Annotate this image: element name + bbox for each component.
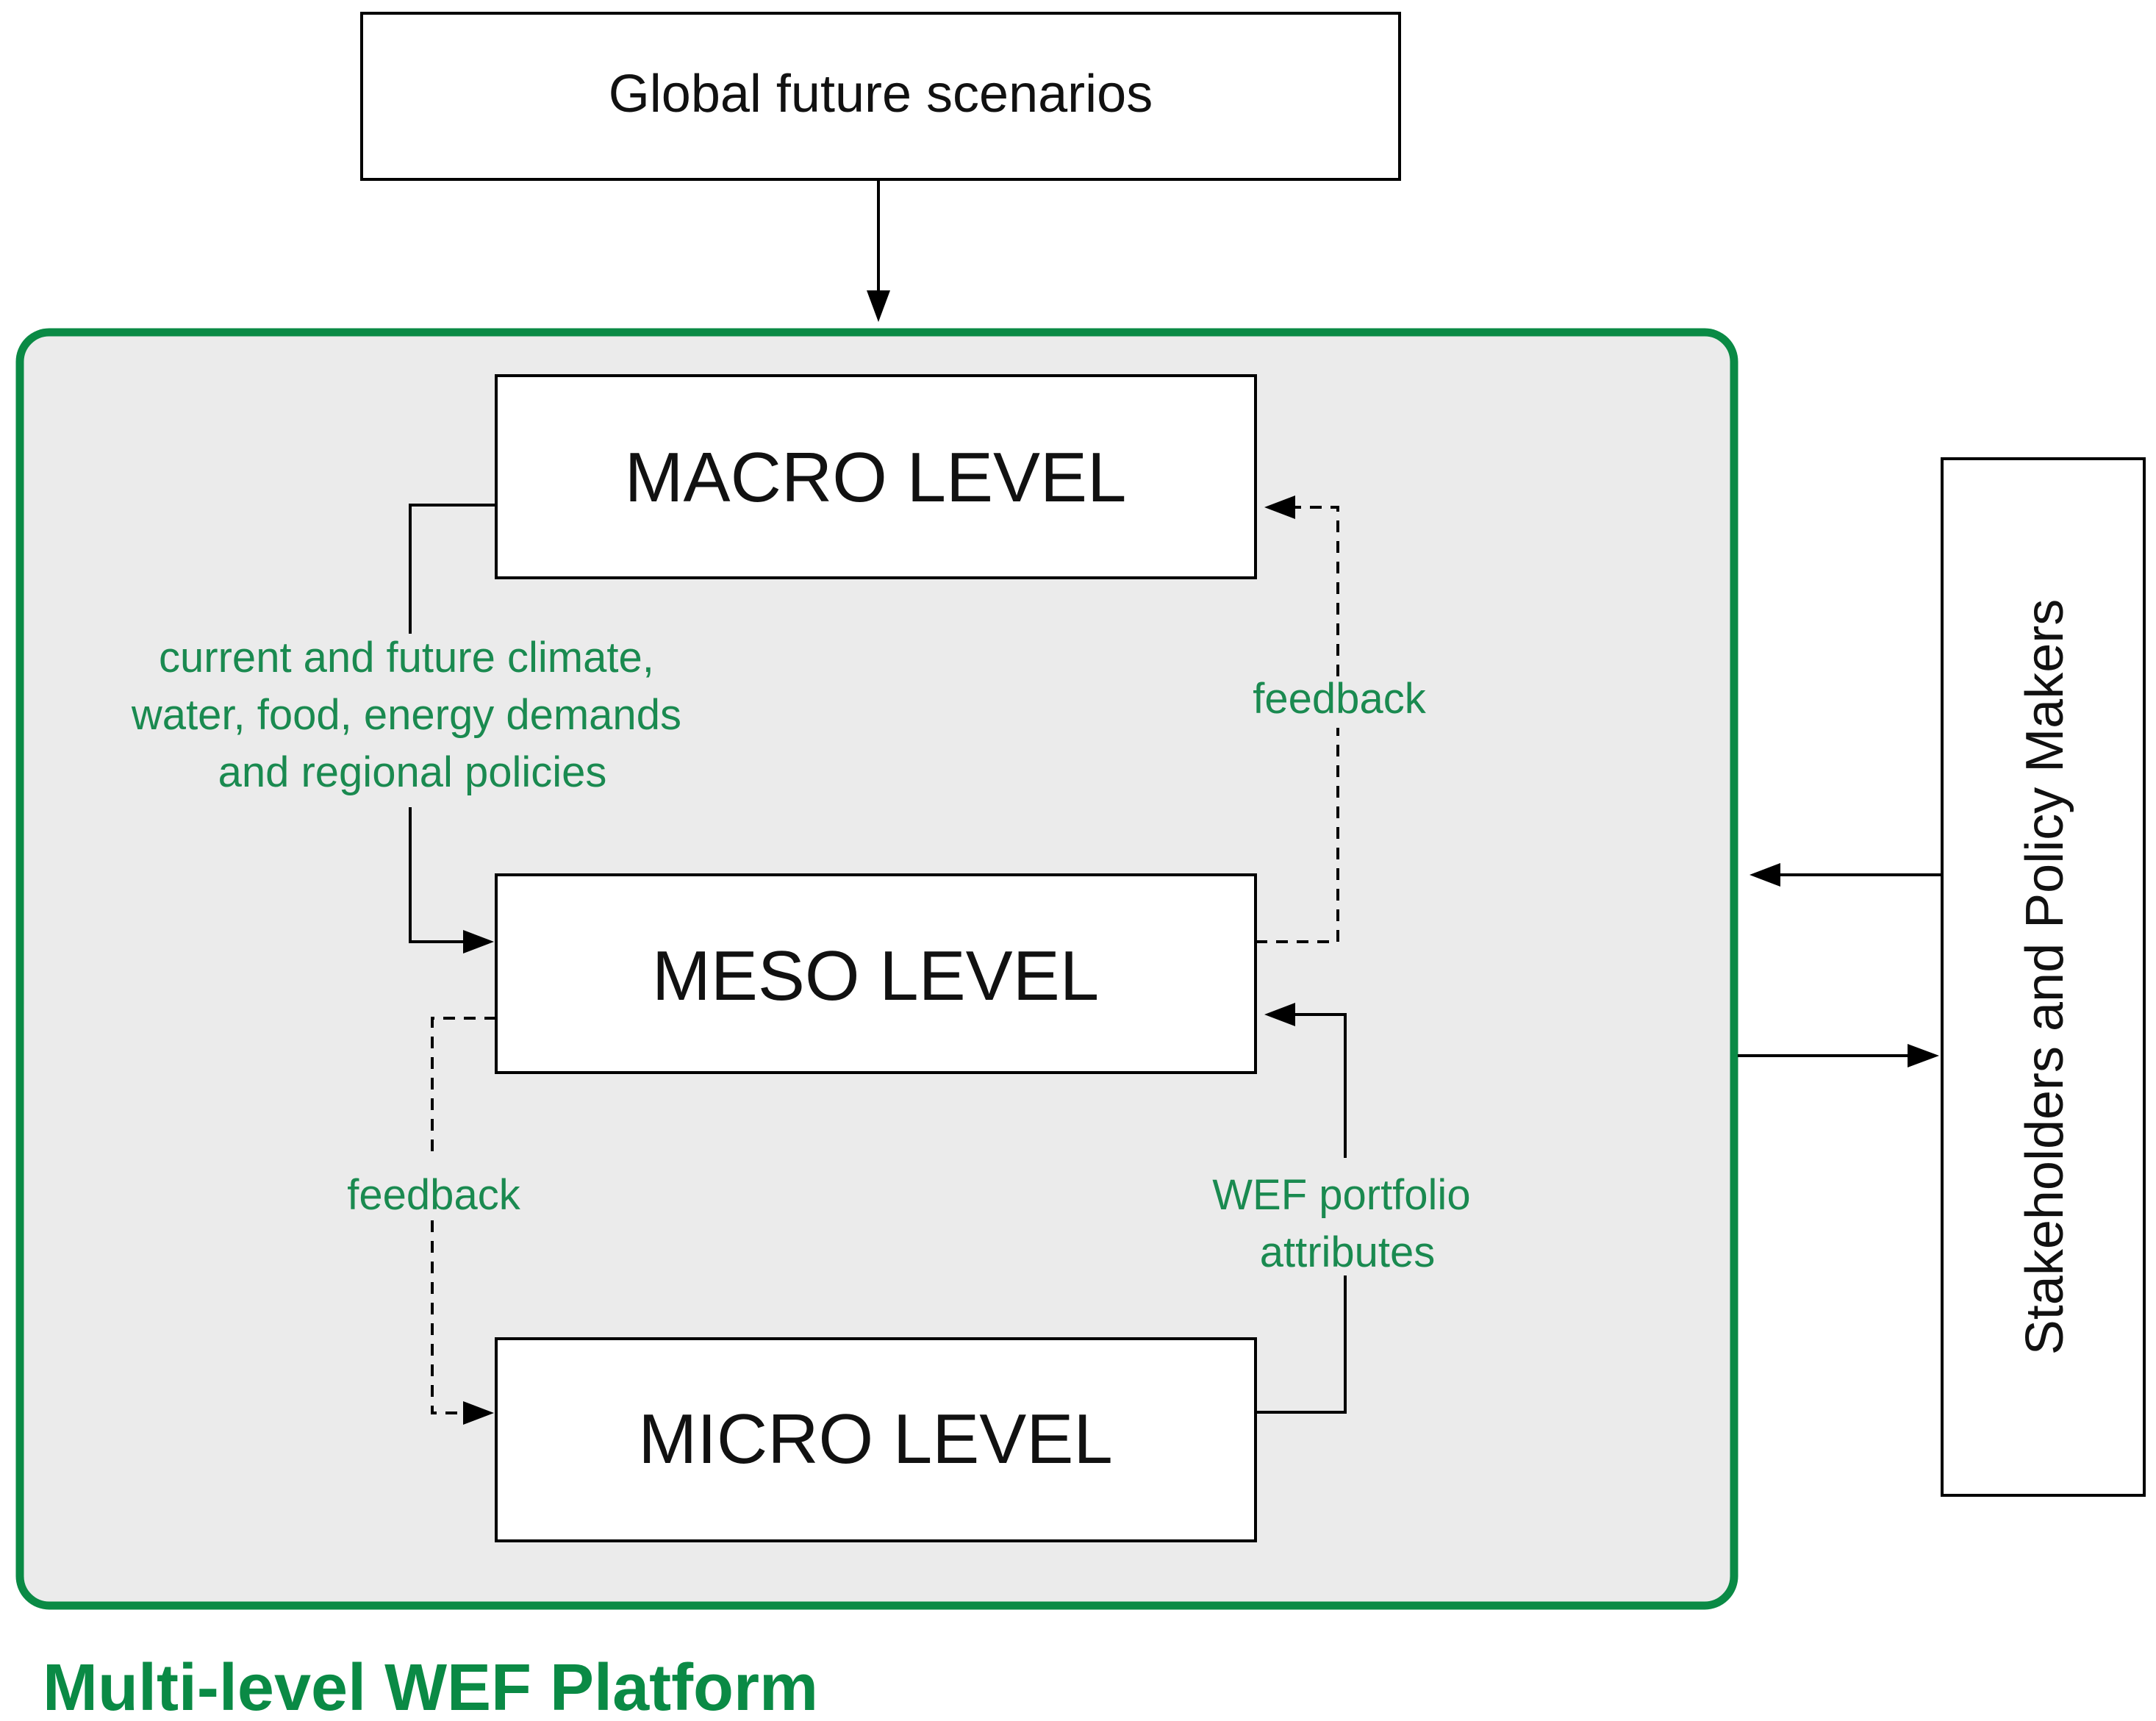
macro-to-meso-label-line-3: and regional policies <box>218 748 607 796</box>
meso-to-macro-feedback-lower <box>1256 728 1339 943</box>
macro-to-meso-arrowhead <box>463 930 494 953</box>
meso-to-micro-feedback-label: feedback <box>347 1171 520 1219</box>
micro-to-meso-arrowhead <box>1264 1003 1295 1026</box>
macro-level-label: MACRO LEVEL <box>625 438 1127 517</box>
macro-to-meso-connector <box>409 504 496 634</box>
macro-to-meso-label-line-1: current and future climate, <box>159 634 654 681</box>
platform-caption: Multi-level WEF Platform <box>43 1651 818 1721</box>
stakeholders-label: Stakeholders and Policy Makers <box>2016 599 2074 1356</box>
micro-level-label: MICRO LEVEL <box>638 1400 1113 1478</box>
stakeholders-to-platform-arrowhead <box>1749 863 1780 887</box>
micro-level-box <box>495 1337 1257 1542</box>
micro-to-meso-connector-upper <box>1288 1013 1347 1158</box>
meso-to-macro-arrowhead <box>1264 495 1295 519</box>
macro-to-meso-label: current and future climate, water, food,… <box>131 634 693 796</box>
meso-to-micro-feedback-lower <box>431 1220 470 1414</box>
meso-level-box <box>495 873 1257 1074</box>
scenarios-to-platform-arrowhead <box>867 290 890 322</box>
macro-to-meso-label-line-2: water, food, energy demands <box>131 691 681 739</box>
meso-level-label: MESO LEVEL <box>652 937 1099 1015</box>
micro-to-meso-label-line-1: WEF portfolio <box>1212 1171 1470 1219</box>
meso-to-micro-feedback-upper <box>431 1017 496 1154</box>
platform-to-stakeholders-arrowhead <box>1908 1044 1939 1067</box>
meso-to-micro-arrowhead <box>463 1401 494 1425</box>
global-scenarios-label: Global future scenarios <box>609 65 1153 124</box>
micro-to-meso-connector-lower <box>1256 1275 1347 1414</box>
macro-to-meso-connector-lower <box>409 807 470 943</box>
meso-to-macro-feedback-label: feedback <box>1253 675 1426 723</box>
micro-to-meso-label: WEF portfolio attributes <box>1212 1171 1482 1276</box>
stakeholders-box <box>1941 457 2146 1497</box>
macro-level-box <box>495 374 1257 579</box>
micro-to-meso-label-line-2: attributes <box>1260 1228 1436 1276</box>
meso-to-macro-feedback-upper <box>1288 506 1339 676</box>
global-scenarios-box <box>360 12 1401 181</box>
